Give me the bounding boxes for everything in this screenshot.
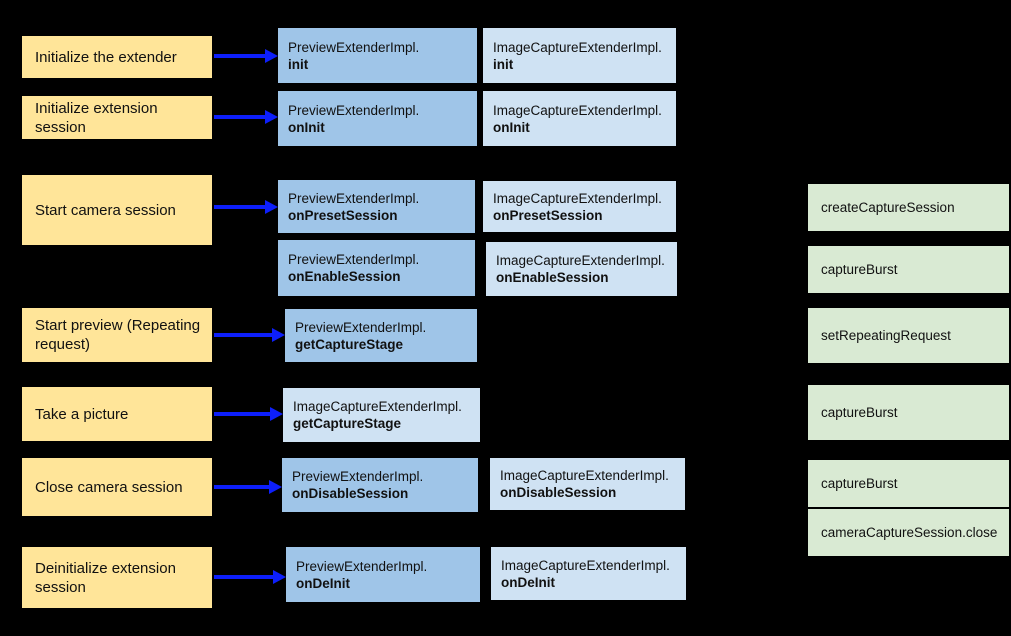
class-name: PreviewExtenderImpl. [288, 190, 420, 206]
method-name: onDisableSession [500, 485, 617, 500]
camera2-call-label: captureBurst [821, 404, 898, 420]
camera2-cameracapturesession-close-box: cameraCaptureSession.close [808, 509, 1009, 556]
step-box-initialize-extender: Initialize the extender [22, 36, 212, 78]
preview-impl-init-box: PreviewExtenderImpl. init [278, 28, 477, 83]
camera2-call-label: cameraCaptureSession.close [821, 524, 998, 540]
method-name: onInit [288, 119, 325, 135]
step-label: Take a picture [35, 405, 129, 423]
camera2-captureburst-box: captureBurst [808, 385, 1009, 440]
method-name: onDeInit [501, 574, 555, 590]
step-label: Initialize the extender [35, 48, 177, 66]
camera2-call-label: captureBurst [821, 475, 898, 491]
preview-impl-oninit-box: PreviewExtenderImpl. onInit [278, 91, 477, 146]
class-name: PreviewExtenderImpl. [296, 558, 428, 574]
arrow-head-icon [270, 407, 283, 421]
arrow-head-icon [272, 328, 285, 342]
class-name: PreviewExtenderImpl. [292, 469, 424, 484]
preview-impl-onenablesession-box: PreviewExtenderImpl. onEnableSession [278, 240, 475, 296]
image-capture-impl-onenablesession-box: ImageCaptureExtenderImpl. onEnableSessio… [486, 242, 677, 296]
step-label: Start camera session [35, 201, 176, 219]
image-capture-impl-onpresetsession-box: ImageCaptureExtenderImpl. onPresetSessio… [483, 181, 676, 232]
class-name: PreviewExtenderImpl. [288, 252, 420, 267]
image-capture-impl-getcapturestage-box: ImageCaptureExtenderImpl. getCaptureStag… [283, 388, 480, 442]
step-box-start-preview: Start preview (Repeating request) [22, 308, 212, 362]
class-name: ImageCaptureExtenderImpl. [493, 102, 662, 118]
step-box-take-a-picture: Take a picture [22, 387, 212, 441]
class-name: ImageCaptureExtenderImpl. [493, 39, 662, 55]
arrow-head-icon [273, 570, 286, 584]
step-label: Initialize extension session [35, 99, 158, 136]
class-name: ImageCaptureExtenderImpl. [493, 190, 662, 206]
method-name: getCaptureStage [293, 416, 402, 431]
step-box-close-camera-session: Close camera session [22, 458, 212, 516]
camera2-setrepeatingrequest-box: setRepeatingRequest [808, 308, 1009, 363]
arrow-head-icon [265, 110, 278, 124]
arrow-head-icon [265, 49, 278, 63]
method-name: onDisableSession [292, 486, 409, 501]
arrow-head-icon [265, 200, 278, 214]
image-capture-impl-init-box: ImageCaptureExtenderImpl. init [483, 28, 676, 83]
image-capture-impl-ondeinit-box: ImageCaptureExtenderImpl. onDeInit [491, 547, 686, 600]
step-label: Start preview (Repeating request) [35, 317, 201, 353]
class-name: ImageCaptureExtenderImpl. [500, 468, 669, 483]
image-capture-impl-ondisablesession-box: ImageCaptureExtenderImpl. onDisableSessi… [490, 458, 685, 510]
camera2-call-label: createCaptureSession [821, 199, 955, 215]
class-name: PreviewExtenderImpl. [288, 39, 420, 55]
class-name: PreviewExtenderImpl. [295, 319, 427, 335]
class-name: ImageCaptureExtenderImpl. [293, 399, 462, 414]
method-name: onInit [493, 119, 530, 135]
step-box-deinitialize-extension-session: Deinitialize extension session [22, 547, 212, 608]
camera2-captureburst-box: captureBurst [808, 460, 1009, 507]
preview-impl-onpresetsession-box: PreviewExtenderImpl. onPresetSession [278, 180, 475, 233]
method-name: init [493, 56, 514, 72]
camera2-createcapturesession-box: createCaptureSession [808, 184, 1009, 231]
step-box-start-camera-session: Start camera session [22, 175, 212, 245]
preview-impl-ondeinit-box: PreviewExtenderImpl. onDeInit [286, 547, 480, 602]
preview-impl-ondisablesession-box: PreviewExtenderImpl. onDisableSession [282, 458, 478, 512]
class-name: ImageCaptureExtenderImpl. [496, 253, 665, 268]
method-name: onEnableSession [496, 270, 609, 285]
method-name: onDeInit [296, 575, 350, 591]
step-box-initialize-extension-session: Initialize extension session [22, 96, 212, 139]
step-label: Deinitialize extension session [35, 559, 176, 596]
image-capture-impl-oninit-box: ImageCaptureExtenderImpl. onInit [483, 91, 676, 146]
arrow-head-icon [269, 480, 282, 494]
camera2-captureburst-box: captureBurst [808, 246, 1009, 293]
method-name: onEnableSession [288, 269, 401, 284]
class-name: PreviewExtenderImpl. [288, 102, 420, 118]
method-name: init [288, 56, 309, 72]
method-name: getCaptureStage [295, 336, 404, 352]
camera2-call-label: captureBurst [821, 261, 898, 277]
step-label: Close camera session [35, 478, 183, 496]
camera2-call-label: setRepeatingRequest [821, 327, 951, 343]
class-name: ImageCaptureExtenderImpl. [501, 557, 670, 573]
method-name: onPresetSession [493, 207, 603, 223]
method-name: onPresetSession [288, 207, 398, 223]
preview-impl-getcapturestage-box: PreviewExtenderImpl. getCaptureStage [285, 309, 477, 362]
